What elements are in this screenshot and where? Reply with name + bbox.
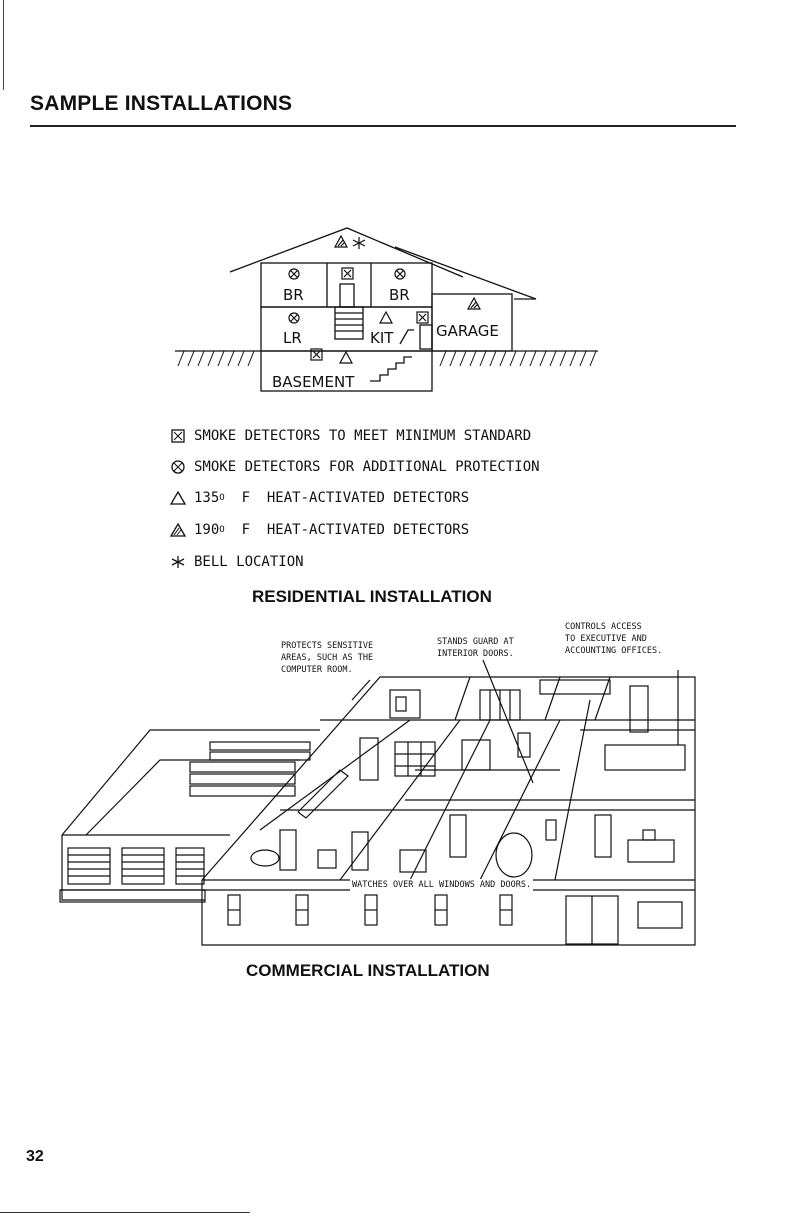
smoke-detector-minimum-icon (416, 311, 429, 324)
legend-row-minimum-smoke: SMOKE DETECTORS TO MEET MINIMUM STANDARD (170, 428, 531, 450)
legend-row-additional-smoke: SMOKE DETECTORS FOR ADDITIONAL PROTECTIO… (170, 459, 540, 481)
page-number: 32 (26, 1148, 44, 1165)
basement-stairs (370, 356, 412, 382)
page-heading: SAMPLE INSTALLATIONS (30, 92, 293, 115)
house-basement (260, 350, 433, 392)
legend-temperature: 190 (194, 522, 220, 538)
room-label-br-left: BR (283, 286, 304, 304)
legend-unit: F (241, 522, 251, 538)
smoke-detector-additional-icon (288, 268, 300, 280)
commercial-building (59, 659, 696, 946)
room-label-br-right: BR (389, 286, 410, 304)
heading-rule (30, 125, 736, 127)
commercial-caption: COMMERCIAL INSTALLATION (246, 961, 490, 980)
smoke-detector-minimum-icon (310, 348, 323, 361)
legend-text: HEAT-ACTIVATED DETECTORS (266, 490, 470, 506)
legend-text: SMOKE DETECTORS FOR ADDITIONAL PROTECTIO… (194, 459, 540, 475)
smoke-detector-minimum-icon (341, 267, 354, 280)
smoke-detector-additional-icon (171, 460, 185, 474)
legend-row-bell: BELL LOCATION (170, 554, 304, 576)
garage-roof (394, 246, 537, 300)
smoke-detector-additional-icon (288, 312, 300, 324)
room-label-basement: BASEMENT (272, 373, 355, 391)
bottom-rule (0, 1212, 250, 1213)
heat-detector-135-icon (170, 490, 187, 505)
legend-row-heat-190: 190O F HEAT-ACTIVATED DETECTORS (170, 522, 469, 544)
heat-detector-135-icon (338, 350, 354, 364)
callout-controls: CONTROLS ACCESS TO EXECUTIVE AND ACCOUNT… (565, 622, 663, 656)
heat-detector-190-icon (466, 296, 482, 310)
smoke-detector-additional-icon (394, 268, 406, 280)
bell-icon (352, 237, 366, 249)
bell-icon (171, 556, 185, 568)
house-roof (229, 227, 464, 278)
scan-margin-line (3, 0, 4, 90)
room-label-kit: KIT (370, 329, 394, 347)
callout-watches: WATCHES OVER ALL WINDOWS AND DOORS. (350, 879, 534, 891)
legend-temperature: 135 (194, 490, 220, 506)
callout-stands: STANDS GUARD AT INTERIOR DOORS. (437, 637, 514, 659)
legend-row-heat-135: 135O F HEAT-ACTIVATED DETECTORS (170, 490, 469, 512)
callout-protects: PROTECTS SENSITIVE AREAS, SUCH AS THE CO… (281, 641, 374, 675)
room-label-garage: GARAGE (436, 322, 499, 340)
legend-unit: F (241, 490, 251, 506)
legend-text: HEAT-ACTIVATED DETECTORS (266, 522, 470, 538)
legend-text: BELL LOCATION (194, 554, 304, 570)
room-label-lr: LR (283, 329, 302, 347)
legend-text: SMOKE DETECTORS TO MEET MINIMUM STANDARD (194, 428, 532, 444)
smoke-detector-minimum-icon (171, 429, 185, 443)
heat-detector-135-icon (378, 310, 394, 324)
residential-caption: RESIDENTIAL INSTALLATION (252, 587, 492, 606)
heat-detector-190-icon (170, 522, 187, 537)
heat-detector-190-icon (333, 234, 349, 248)
